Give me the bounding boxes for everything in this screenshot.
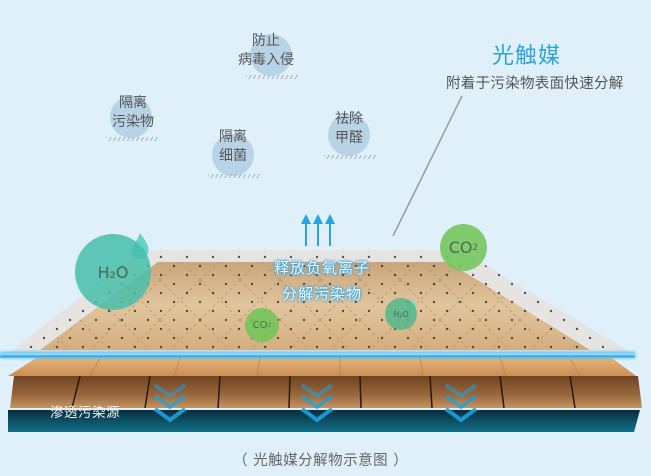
hatch-shadow xyxy=(208,174,260,178)
benefit-label-line1: 防止 xyxy=(252,33,280,49)
benefit-label-line1: 隔离 xyxy=(219,129,247,145)
benefit-label-line2: 细菌 xyxy=(219,148,247,164)
h2o-molecule-small: H₂O xyxy=(385,298,417,330)
co2-label: CO xyxy=(252,319,268,331)
benefit-isolate-pollutants: 隔离 污染物 xyxy=(96,94,170,141)
hatch-shadow xyxy=(106,137,158,141)
release-ions-label: 释放负氧离子 xyxy=(274,259,371,277)
benefit-label-line1: 祛除 xyxy=(335,111,363,127)
co2-subscript: 2 xyxy=(267,321,272,329)
benefit-isolate-bacteria: 隔离 细菌 xyxy=(206,128,260,178)
hatch-shadow xyxy=(324,155,376,159)
decompose-pollutants-label: 分解污染物 xyxy=(282,285,363,303)
bubble-circle xyxy=(328,114,370,156)
benefit-label-line2: 污染物 xyxy=(112,114,154,130)
benefit-prevent-virus: 防止 病毒入侵 xyxy=(216,32,316,79)
benefit-remove-formaldehyde: 祛除 甲醛 xyxy=(322,110,376,159)
bubble-circle xyxy=(110,96,152,138)
diagram-title: 光触媒 xyxy=(492,44,562,69)
co2-label: CO xyxy=(448,238,473,257)
co2-subscript: 2 xyxy=(472,242,479,253)
hatch-shadow xyxy=(246,75,298,79)
bubble-circle xyxy=(212,134,254,176)
diagram-caption: （ 光触媒分解物示意图 ） xyxy=(233,453,409,469)
h2o-label: H₂O xyxy=(97,262,129,282)
h2o-molecule-large: H₂O xyxy=(75,234,151,310)
bubble-circle xyxy=(250,34,292,76)
benefit-label-line2: 病毒入侵 xyxy=(238,52,294,68)
h2o-label: H₂O xyxy=(393,309,409,319)
benefit-label-line1: 隔离 xyxy=(119,95,147,111)
benefit-label-line2: 甲醛 xyxy=(335,130,363,146)
diagram-subtitle: 附着于污染物表面快速分解 xyxy=(446,76,624,92)
penetrate-pollution-label: 渗透污染源 xyxy=(50,405,120,421)
